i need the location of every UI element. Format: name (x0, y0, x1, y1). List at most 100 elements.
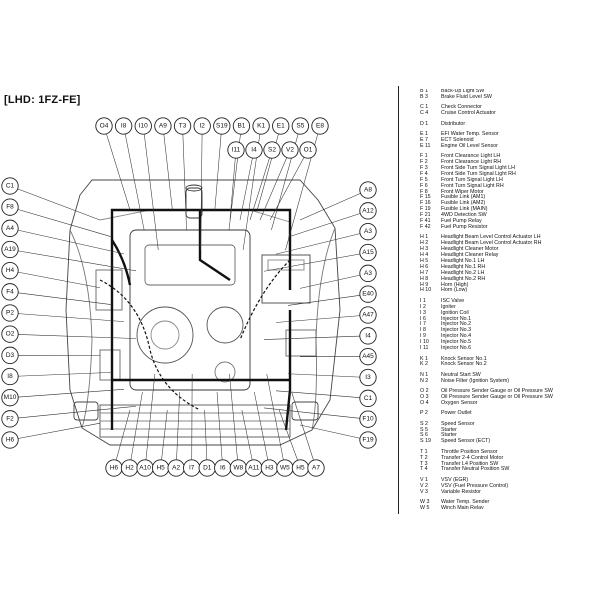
legend-code: C 4 (420, 110, 429, 117)
legend-code: F 4 (420, 170, 428, 177)
leader-line (275, 314, 369, 323)
legend-code: F 8 (420, 188, 428, 195)
engine-bay-drawing (65, 179, 341, 446)
legend-description: Injector No.2 (441, 321, 472, 328)
connector-label: I10 (139, 123, 148, 130)
connector-label: A8 (364, 187, 372, 194)
connector-bubble (1, 389, 19, 407)
connector-label: E40 (362, 291, 374, 298)
connector-label: B1 (237, 123, 245, 130)
leader-line (275, 231, 369, 255)
legend-code: O 4 (420, 399, 429, 406)
connector-label: H3 (265, 465, 274, 472)
legend-description: Throttle Position Sensor (441, 448, 498, 455)
leader-line (9, 185, 101, 221)
legend-code: F 41 (420, 217, 431, 224)
legend-code: E 11 (420, 142, 431, 149)
leader-line (263, 407, 369, 420)
legend-description: Oil Pressure Sender Gauge or Oil Pressur… (441, 393, 553, 400)
legend-code: F 42 (420, 223, 431, 230)
legend-description: Speed Sensor (441, 420, 475, 427)
connector-label: I4 (365, 332, 371, 339)
legend-code: B 1 (420, 89, 428, 94)
legend-code: V 2 (420, 482, 428, 489)
leader-line (299, 424, 369, 441)
leader-line (287, 293, 369, 306)
legend-code: H 9 (420, 281, 429, 288)
legend-description: Igniter (441, 303, 456, 310)
legend-code: F 19 (420, 206, 431, 213)
legend-code: T 4 (420, 466, 428, 473)
leader-line (229, 373, 239, 469)
connector-bubble (359, 181, 377, 199)
connector-label: S2 (268, 147, 276, 154)
connector-label: A45 (362, 353, 374, 360)
connector-label: F10 (362, 416, 374, 423)
legend-code: H 8 (420, 275, 429, 282)
connector-bubble (359, 306, 377, 324)
connector-bubble (291, 117, 310, 135)
legend-code: F 5 (420, 176, 428, 183)
connector-label: F2 (6, 415, 14, 422)
leader-line (239, 149, 255, 221)
legend-description: Injector No.4 (441, 333, 472, 340)
connector-bubble (359, 327, 377, 345)
connector-label: M10 (4, 394, 17, 401)
connector-label: P2 (6, 310, 14, 317)
connector-bubble (1, 410, 19, 428)
legend-description: Transfer L4 Position SW (441, 460, 499, 467)
legend-description: Injector No.3 (441, 327, 472, 334)
connector-bubble (263, 141, 281, 159)
legend-description: Headlight Cleaner Motor (441, 246, 499, 253)
leader-line (9, 372, 113, 377)
legend-code: B 3 (420, 93, 428, 100)
legend-code: I 6 (420, 315, 426, 322)
legend-code: T 1 (420, 448, 428, 455)
legend-description: Speed Sensor (ECT) (441, 438, 491, 445)
legend-description: Horn (High) (441, 281, 469, 288)
connector-bubble (114, 117, 133, 135)
connector-label: A7 (312, 465, 320, 472)
connector-bubble (359, 243, 377, 262)
legend-description: Noise Filter (Ignition System) (441, 377, 509, 384)
connector-label: I11 (232, 147, 241, 154)
connector-label: H5 (156, 465, 165, 472)
leader-line (249, 149, 273, 221)
leader-line (123, 125, 145, 231)
legend-code: H 5 (420, 257, 429, 264)
legend-code: H 2 (420, 240, 429, 247)
legend-description: Headlight No.2 RH (441, 275, 486, 282)
connector-bubble (1, 240, 19, 259)
legend-code: I 10 (420, 339, 429, 346)
connector-label: A3 (364, 228, 372, 235)
legend-description: Injector No.5 (441, 339, 472, 346)
legend-description: Headlight No.1 RH (441, 263, 486, 270)
legend-description: VSV (EGR) (441, 476, 469, 483)
legend-description: Cruise Control Actuator (441, 110, 496, 117)
legend-description: Oxygen Sensor (441, 399, 478, 406)
legend-description: Starter (441, 432, 457, 439)
connector-label: C1 (364, 395, 373, 402)
connector-label: I3 (365, 374, 371, 381)
connector-label: O1 (304, 147, 313, 154)
